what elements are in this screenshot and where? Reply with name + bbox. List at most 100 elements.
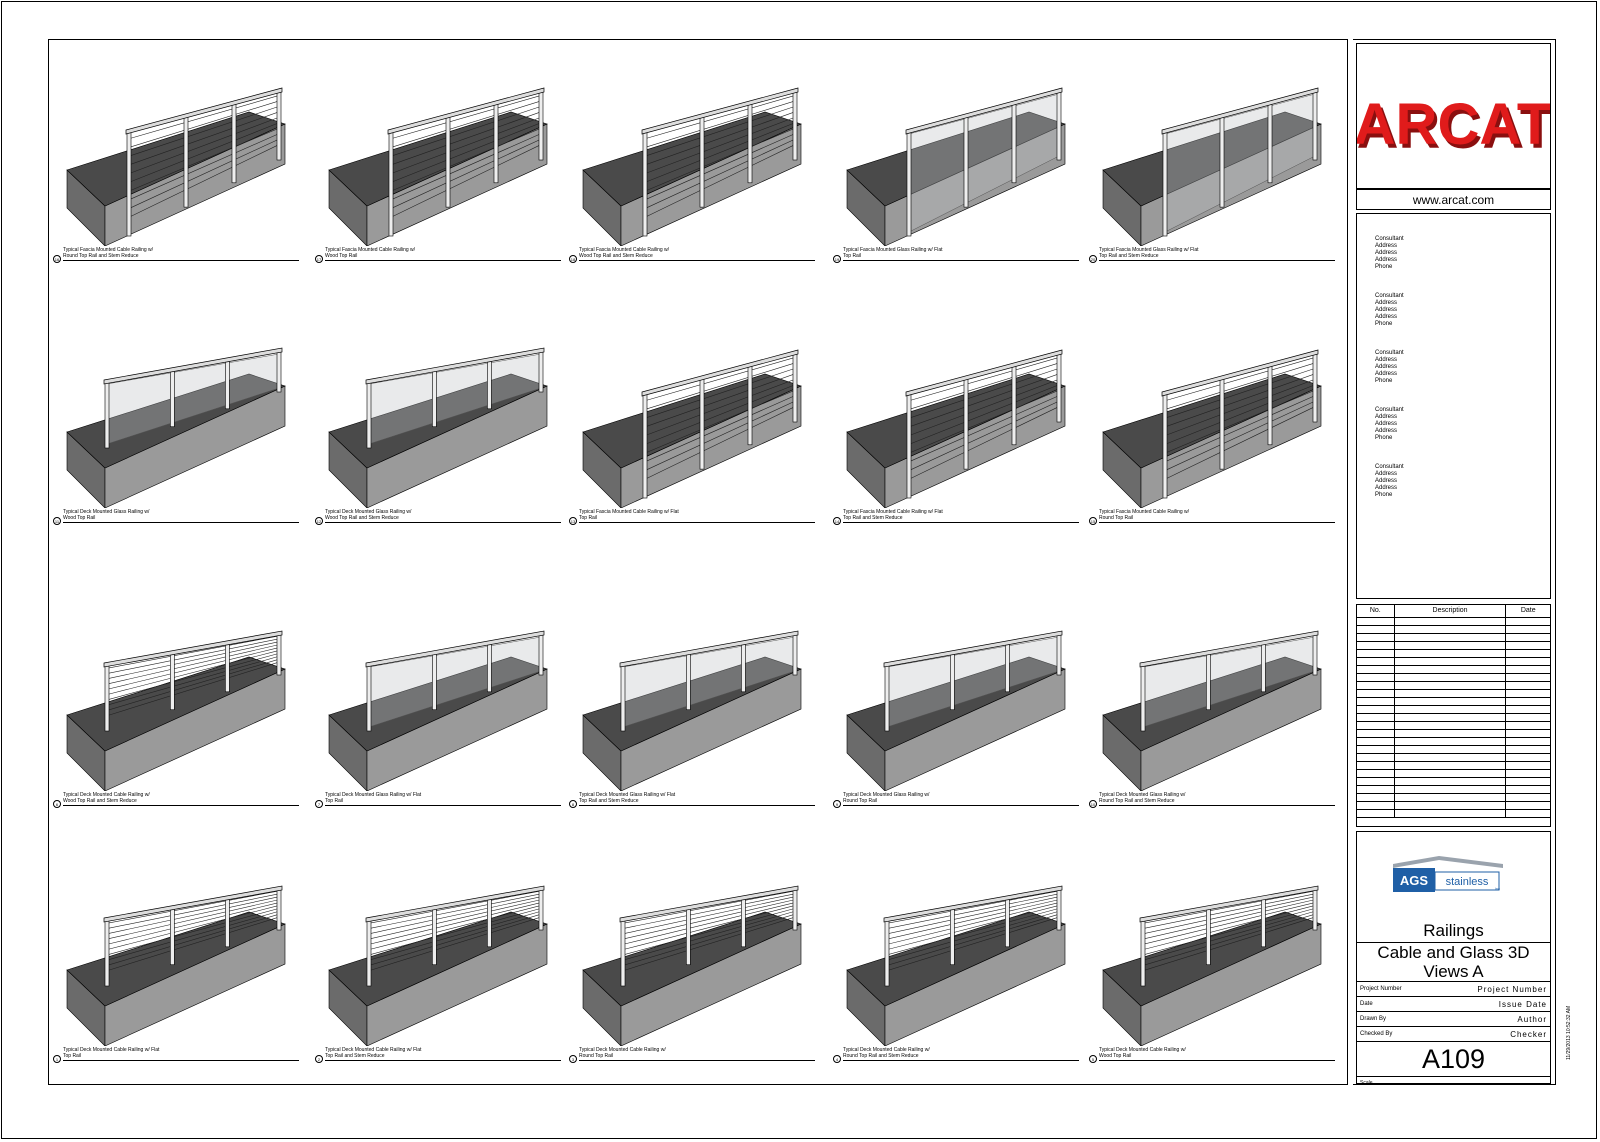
cable-line: [644, 95, 796, 140]
revision-rows: [1357, 618, 1550, 818]
view-number-marker[interactable]: 18: [569, 255, 577, 263]
railing-view[interactable]: Typical Deck Mounted Glass Railing w/Woo…: [311, 322, 561, 552]
railing-3d-drawing: [328, 347, 548, 508]
caption-line: Typical Fascia Mounted Cable Railing w/: [63, 247, 154, 253]
railing-3d-drawing: [66, 347, 286, 508]
railing-view[interactable]: Typical Deck Mounted Cable Railing w/ Fl…: [311, 860, 561, 1090]
cable-line: [106, 661, 280, 717]
railing-post: [1219, 114, 1225, 208]
railing-post: [963, 114, 969, 208]
railing-view[interactable]: Typical Fascia Mounted Cable Railing w/ …: [829, 322, 1079, 552]
railing-post: [1162, 129, 1168, 237]
revision-row: [1357, 722, 1550, 730]
view-number-marker[interactable]: 11: [53, 517, 61, 525]
top-rail: [1139, 630, 1319, 668]
railing-post: [493, 101, 499, 184]
view-number-marker[interactable]: 8: [569, 800, 577, 808]
railing-view[interactable]: Typical Fascia Mounted Glass Railing w/ …: [1085, 60, 1335, 290]
cable-line: [644, 389, 796, 454]
railing-view[interactable]: Typical Deck Mounted Cable Railing w/ Fl…: [49, 860, 299, 1090]
railing-post: [792, 351, 798, 423]
consultant-address: Address: [1375, 428, 1398, 434]
rev-col-date: Date: [1520, 607, 1536, 614]
website-label[interactable]: www.arcat.com: [1356, 189, 1551, 210]
railing-view[interactable]: Typical Deck Mounted Cable Railing w/Woo…: [49, 605, 299, 835]
cable-line: [1142, 890, 1316, 924]
revision-row: [1357, 786, 1550, 794]
cable-line: [106, 650, 280, 695]
view-number-marker[interactable]: 19: [833, 255, 841, 263]
cable-line: [644, 362, 796, 410]
cable-line: [106, 655, 280, 706]
railing-view[interactable]: Typical Deck Mounted Glass Railing w/ Fl…: [311, 605, 561, 835]
view-number-marker[interactable]: 3: [569, 1055, 577, 1063]
view-number-marker[interactable]: 15: [1089, 517, 1097, 525]
consultant-address: Address: [1375, 357, 1398, 363]
railing-view[interactable]: Typical Deck Mounted Cable Railing w/Rou…: [565, 860, 815, 1090]
caption-line: Typical Deck Mounted Glass Railing w/: [325, 509, 412, 515]
railing-view[interactable]: Typical Deck Mounted Glass Railing w/Rou…: [1085, 605, 1335, 835]
view-number-marker[interactable]: 16: [53, 255, 61, 263]
view-number-marker[interactable]: 13: [569, 517, 577, 525]
railing-view[interactable]: Typical Fascia Mounted Cable Railing w/R…: [49, 60, 299, 290]
caption-line: Top Rail: [63, 1053, 82, 1059]
cable-line: [644, 368, 796, 419]
view-caption: Typical Deck Mounted Glass Railing w/ Fl…: [579, 792, 779, 804]
cable-line: [908, 395, 1060, 463]
railing-post: [538, 89, 544, 161]
consultant-name: Consultant: [1375, 350, 1404, 356]
cable-line: [128, 106, 280, 157]
view-number-marker[interactable]: 1: [53, 1055, 61, 1063]
railing-view[interactable]: Typical Fascia Mounted Cable Railing w/R…: [1085, 322, 1335, 552]
caption-line: Wood Top Rail: [325, 253, 358, 259]
slab-top: [1102, 911, 1322, 1007]
view-caption: Typical Fascia Mounted Cable Railing w/W…: [325, 247, 525, 259]
railing-view[interactable]: Typical Deck Mounted Cable Railing w/Rou…: [829, 860, 1079, 1090]
rev-col-no: No.: [1357, 605, 1395, 617]
revision-row: [1357, 802, 1550, 810]
view-number-marker[interactable]: 9: [833, 800, 841, 808]
cable-line: [908, 357, 1060, 402]
cable-line: [1142, 913, 1316, 966]
ags-logo-icon: AGS stainless inc: [1391, 856, 1503, 896]
revision-row: [1357, 778, 1550, 786]
consultant-name: Consultant: [1375, 236, 1404, 242]
railing-post: [225, 896, 230, 948]
caption-line: Typical Fascia Mounted Cable Railing w/: [1099, 509, 1190, 515]
cable-line: [644, 127, 796, 192]
slab-top: [846, 911, 1066, 1007]
view-number-marker[interactable]: 7: [315, 800, 323, 808]
top-rail: [365, 630, 545, 668]
railing-post: [170, 651, 175, 711]
railing-post: [1005, 896, 1010, 948]
view-number-marker[interactable]: 10: [1089, 800, 1097, 808]
railing-post: [1312, 887, 1318, 931]
railing-view[interactable]: Typical Deck Mounted Glass Railing w/Woo…: [49, 322, 299, 552]
view-number-marker[interactable]: 2: [315, 1055, 323, 1063]
sheet-title: Cable and Glass 3D Views A: [1357, 942, 1550, 981]
railing-view[interactable]: Typical Fascia Mounted Glass Railing w/ …: [829, 60, 1079, 290]
railing-post: [276, 632, 282, 676]
ags-logo-suffix: inc: [1495, 886, 1500, 891]
revision-row: [1357, 626, 1550, 634]
view-number-marker[interactable]: 17: [315, 255, 323, 263]
railing-view[interactable]: Typical Fascia Mounted Cable Railing w/ …: [565, 322, 815, 552]
view-number-marker[interactable]: 20: [1089, 255, 1097, 263]
view-caption: Typical Deck Mounted Cable Railing w/Rou…: [843, 1047, 1043, 1059]
cable-line: [644, 400, 796, 471]
railing-view[interactable]: Typical Fascia Mounted Cable Railing w/W…: [565, 60, 815, 290]
view-number-marker[interactable]: 4: [833, 1055, 841, 1063]
railing-view[interactable]: Typical Deck Mounted Glass Railing w/ Fl…: [565, 605, 815, 835]
railing-view[interactable]: Typical Deck Mounted Cable Railing w/Woo…: [1085, 860, 1335, 1090]
view-number-marker[interactable]: 12: [315, 517, 323, 525]
cable-line: [886, 899, 1060, 940]
view-number-marker[interactable]: 6: [53, 800, 61, 808]
consultant-address: Address: [1375, 300, 1398, 306]
view-number-marker[interactable]: 5: [1089, 1055, 1097, 1063]
railing-view[interactable]: Typical Deck Mounted Glass Railing w/Rou…: [829, 605, 1079, 835]
railing-view[interactable]: Typical Fascia Mounted Cable Railing w/W…: [311, 60, 561, 290]
view-number-marker[interactable]: 14: [833, 517, 841, 525]
railing-post: [538, 887, 544, 931]
railing-post: [642, 391, 648, 499]
